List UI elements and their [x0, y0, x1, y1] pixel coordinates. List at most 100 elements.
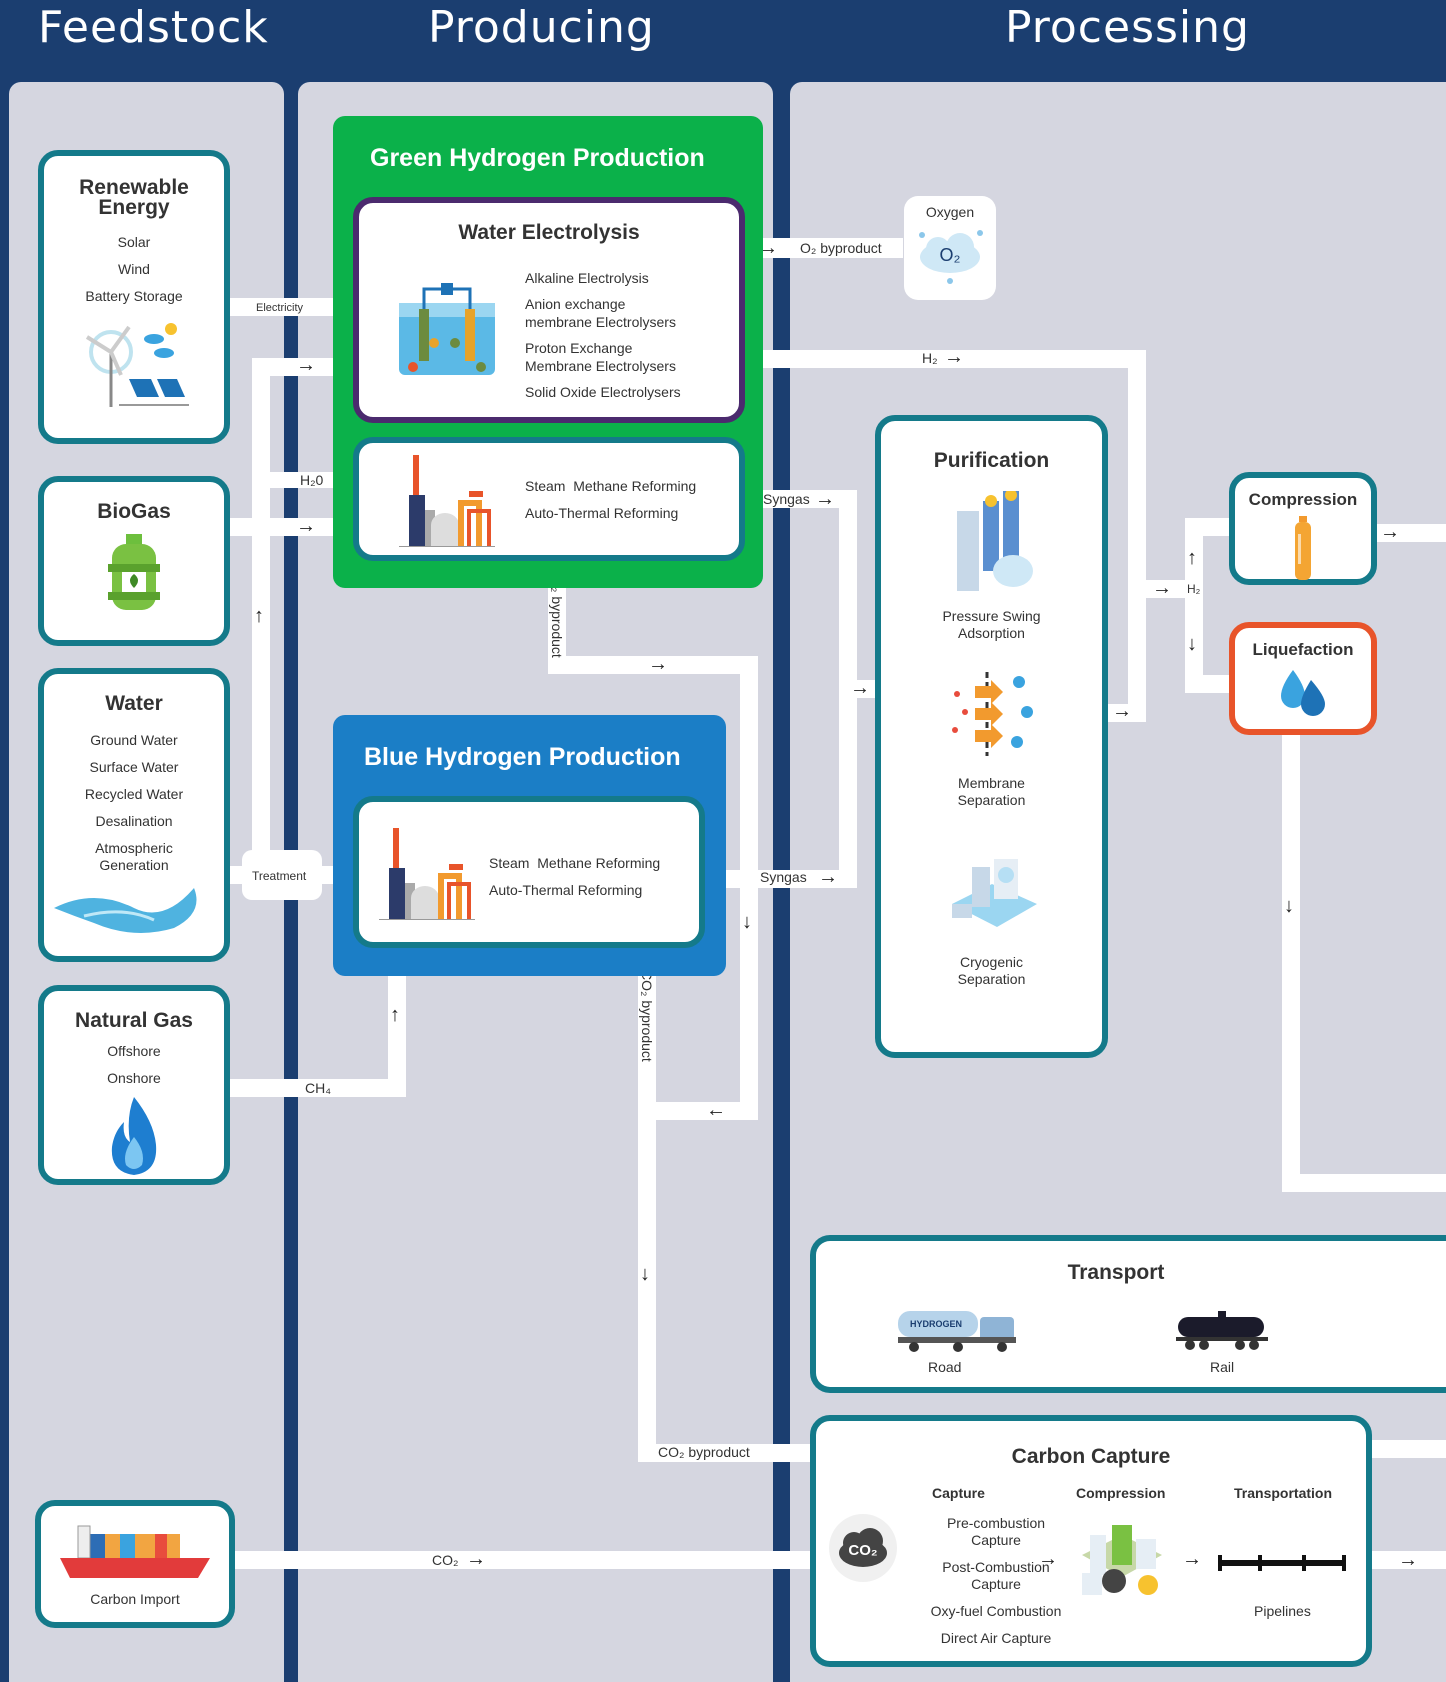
- biogas-card: BioGas: [38, 476, 230, 646]
- arrow-right-icon: →: [818, 866, 838, 888]
- cryogenic-separation-icon: [951, 859, 1037, 927]
- flow-label-h2-top: H₂: [922, 350, 938, 366]
- pipelines-label: Pipelines: [1254, 1603, 1311, 1619]
- capture-item: Pre-combustion Capture: [946, 1515, 1046, 1548]
- carbon-capture-col-capture: Capture: [932, 1485, 985, 1501]
- arrow-right-icon: →: [296, 515, 316, 537]
- flow-label-syngas-blue: Syngas: [760, 869, 807, 885]
- arrow-right-icon: →: [815, 488, 835, 510]
- treatment-box: [242, 850, 322, 900]
- co2-compression-plant-icon: [1082, 1525, 1162, 1595]
- electrolysis-item: Proton Exchange Membrane Electrolysers: [525, 340, 676, 374]
- pipeline-icon: [1218, 1555, 1346, 1571]
- flow-label-h2-mid: H₂: [1187, 582, 1201, 596]
- natural-gas-item: Onshore: [107, 1070, 161, 1086]
- electrolyser-icon: [399, 283, 495, 375]
- renewable-energy-card: Renewable Energy Solar Wind Battery Stor…: [38, 150, 230, 444]
- flow-label-co2-byproduct-bottom: CO₂ byproduct: [658, 1444, 750, 1460]
- biogas-cylinder-icon: [108, 534, 160, 610]
- water-electrolysis-title: Water Electrolysis: [458, 221, 640, 244]
- arrow-left-icon: ←: [706, 1099, 726, 1121]
- arrow-right-icon: →: [1152, 577, 1172, 599]
- arrow-down-icon: ↓: [1187, 633, 1197, 655]
- renewable-item: Battery Storage: [85, 288, 183, 304]
- arrow-right-icon: →: [944, 346, 964, 368]
- reforming-item: Steam Methane Reforming: [489, 855, 661, 871]
- water-item: Ground Water: [90, 732, 178, 748]
- arrow-right-icon: →: [1182, 1548, 1202, 1570]
- flow-label-syngas-green: Syngas: [763, 491, 810, 507]
- compression-card: Compression: [1229, 472, 1377, 585]
- electrolysis-item: Alkaline Electrolysis: [525, 270, 649, 286]
- renewable-energy-title: Renewable Energy: [79, 176, 189, 219]
- flow-label-h2o: H₂0: [300, 472, 324, 488]
- purification-item: Cryogenic Separation: [957, 954, 1026, 987]
- natural-gas-item: Offshore: [107, 1043, 161, 1059]
- renewable-item: Solar: [117, 234, 151, 250]
- carbon-capture-col-compression: Compression: [1076, 1485, 1166, 1501]
- membrane-separation-icon: [951, 672, 1033, 756]
- arrow-right-icon: →: [1398, 1549, 1418, 1571]
- water-card: Water Ground Water Surface Water Recycle…: [38, 668, 230, 962]
- reforming-item: Steam Methane Reforming: [525, 478, 697, 494]
- arrow-right-icon: →: [648, 653, 668, 675]
- water-title: Water: [105, 692, 163, 715]
- purification-card: Purification Pressure Swing Adsorption M…: [875, 415, 1108, 1058]
- arrow-right-icon: →: [1380, 521, 1400, 543]
- oxygen-card: Oxygen O₂: [904, 196, 996, 300]
- flow-label-electricity: Electricity: [256, 302, 304, 314]
- oxygen-title: Oxygen: [925, 204, 975, 220]
- water-electrolysis-card: Water Electrolysis Alkaline Electrolysis…: [353, 197, 745, 423]
- arrow-up-icon: ↑: [1187, 547, 1197, 569]
- arrow-right-icon: →: [296, 354, 316, 376]
- rail-tanker-icon: [1176, 1311, 1268, 1350]
- truck-text: HYDROGEN: [910, 1319, 962, 1329]
- co2-cloud-icon: CO₂: [829, 1514, 897, 1582]
- natural-gas-title: Natural Gas: [75, 1009, 193, 1032]
- arrow-up-icon: ↑: [254, 605, 264, 627]
- capture-item: Direct Air Capture: [940, 1630, 1052, 1646]
- purification-item: Membrane Separation: [957, 775, 1026, 808]
- adsorption-tower-icon: [956, 489, 1033, 591]
- wind-solar-icon: [85, 323, 189, 407]
- refinery-icon: [399, 455, 495, 547]
- transport-item-rail: Rail: [1210, 1359, 1235, 1375]
- water-item: Atmospheric Generation: [95, 840, 173, 873]
- water-splash-icon: [54, 888, 197, 933]
- arrow-down-icon: ↓: [742, 911, 752, 933]
- liquid-drops-icon: [1281, 670, 1325, 716]
- flame-icon: [111, 1097, 157, 1175]
- cargo-ship-icon: [60, 1525, 210, 1578]
- purification-item: Pressure Swing Adsorption: [942, 608, 1041, 641]
- water-item: Recycled Water: [84, 786, 184, 802]
- arrow-right-icon: →: [1038, 1548, 1058, 1570]
- header-producing: Producing: [428, 2, 655, 53]
- green-reforming-card: Steam Methane Reforming Auto-Thermal Ref…: [353, 437, 745, 561]
- transport-title: Transport: [1067, 1261, 1165, 1284]
- reforming-item: Auto-Thermal Reforming: [525, 505, 679, 521]
- water-item: Desalination: [95, 813, 173, 829]
- flow-label-ch4: CH₄: [305, 1080, 331, 1096]
- blue-hydrogen-title: Blue Hydrogen Production: [364, 743, 681, 771]
- refinery-icon: [379, 828, 475, 920]
- biogas-title: BioGas: [97, 500, 171, 523]
- electrolysis-item: Anion exchange membrane Electrolysers: [525, 296, 676, 330]
- liquefaction-card: Liquefaction: [1229, 622, 1377, 735]
- header-processing: Processing: [1005, 2, 1250, 53]
- arrow-down-icon: ↓: [640, 1263, 650, 1285]
- arrow-right-icon: →: [758, 237, 778, 259]
- flow-label-co2-byproduct-green: CO₂ byproduct: [549, 566, 565, 658]
- flow-label-co2-byproduct-blue: CO₂ byproduct: [639, 970, 655, 1062]
- compression-title: Compression: [1248, 490, 1358, 509]
- oxygen-symbol: O₂: [940, 245, 961, 265]
- oxygen-cloud-icon: O₂: [919, 230, 983, 284]
- carbon-capture-card: Carbon Capture Capture Compression Trans…: [810, 1415, 1372, 1667]
- arrow-up-icon: ↑: [390, 1004, 400, 1026]
- electrolysis-item: Solid Oxide Electrolysers: [525, 384, 681, 400]
- renewable-item: Wind: [118, 261, 150, 277]
- capture-item: Oxy-fuel Combustion: [930, 1603, 1062, 1619]
- carbon-capture-col-transportation: Transportation: [1234, 1485, 1333, 1501]
- natural-gas-card: Natural Gas Offshore Onshore: [38, 985, 230, 1185]
- water-item: Surface Water: [89, 759, 179, 775]
- arrow-down-icon: ↓: [1284, 895, 1294, 917]
